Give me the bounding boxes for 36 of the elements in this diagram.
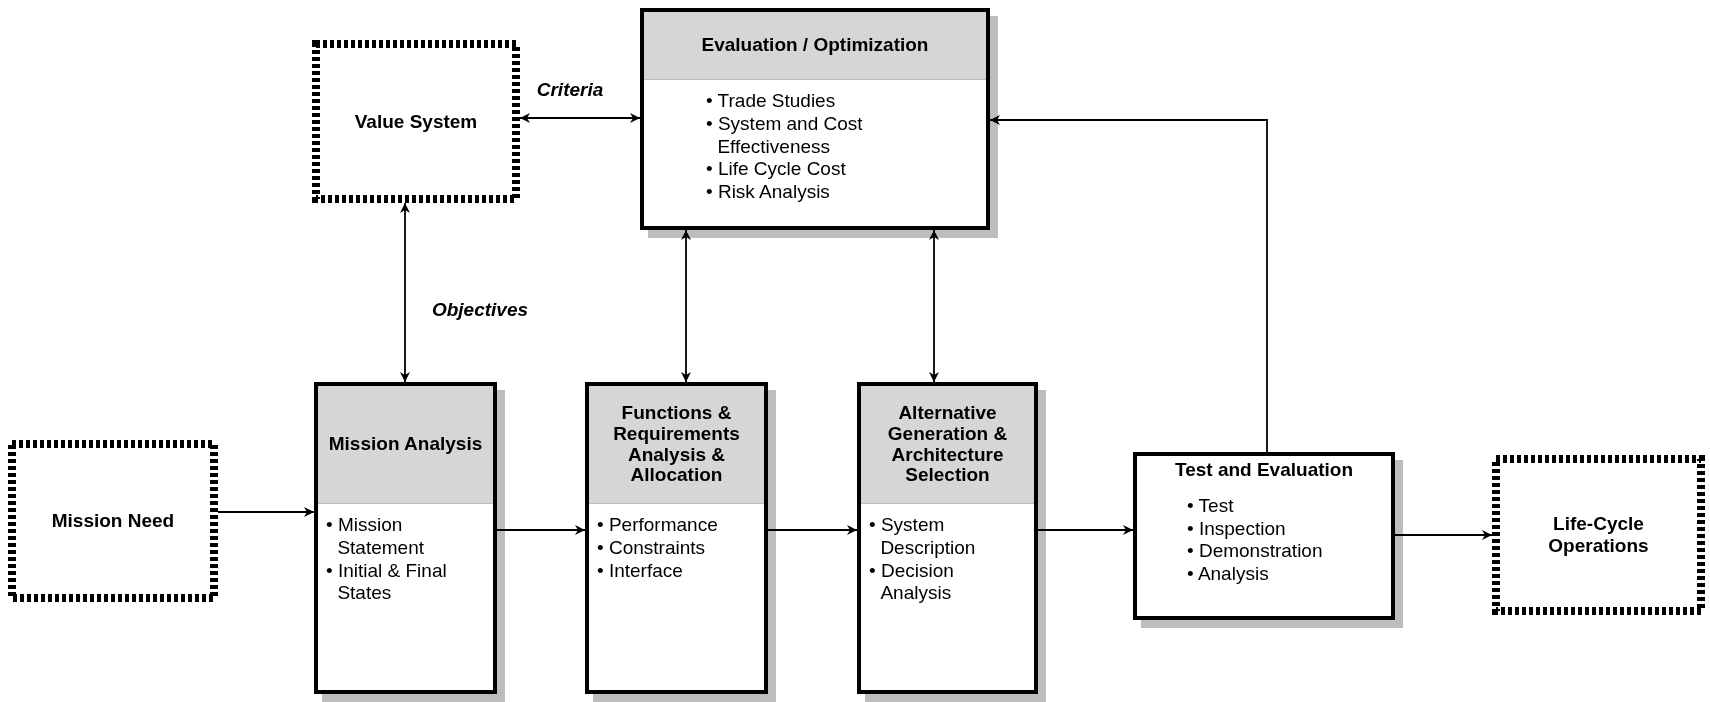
dashed-box <box>8 440 218 602</box>
list-item: • Initial & Final States <box>326 559 448 606</box>
box-label: Value System <box>354 110 478 133</box>
list-item: • System and Cost Effectiveness <box>706 112 864 159</box>
box-label: Life-Cycle Operations <box>1547 513 1650 557</box>
arrow <box>1037 525 1134 535</box>
list-item: • Mission Statement <box>326 514 425 560</box>
list-item: • Inspection <box>1187 517 1287 541</box>
list-item: • Demonstration <box>1187 540 1324 564</box>
double-arrow <box>400 202 410 383</box>
box-heading: Alternative Generation & Architecture Selection <box>861 386 1034 504</box>
dashed-box <box>1492 455 1705 615</box>
list-item: • Performance <box>597 514 719 537</box>
list-item: • Life Cycle Cost <box>706 158 847 182</box>
box-label: Mission Need <box>51 510 175 532</box>
box-heading: Test and Evaluation <box>1173 458 1355 482</box>
box-heading: Mission Analysis <box>318 386 493 504</box>
double-arrow <box>681 229 691 383</box>
list-item: • Trade Studies <box>706 90 837 113</box>
arrow <box>1394 530 1493 540</box>
list-item: • Constraints <box>597 536 707 560</box>
list-item: • Decision Analysis <box>869 559 955 606</box>
double-arrow <box>929 229 939 383</box>
list-item: • Test <box>1187 494 1235 518</box>
box-heading: Functions & Requirements Analysis & Allocation <box>589 386 764 504</box>
arrow <box>217 507 315 517</box>
arrow <box>989 115 1268 453</box>
double-arrow <box>519 113 641 123</box>
list-item: • Risk Analysis <box>706 181 831 204</box>
box-heading: Evaluation / Optimization <box>644 12 986 80</box>
arrow <box>767 525 858 535</box>
dashed-box <box>312 40 520 203</box>
list-item: • Interface <box>597 559 684 583</box>
list-item: • Analysis <box>1187 563 1270 587</box>
list-item: • System Description <box>869 514 977 560</box>
arrow <box>496 525 586 535</box>
